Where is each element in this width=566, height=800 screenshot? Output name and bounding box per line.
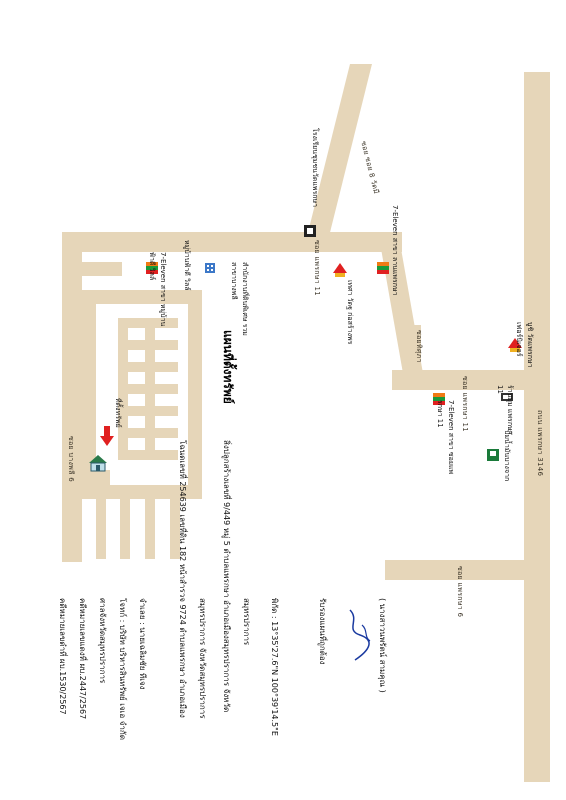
case-number-2: คดีหมายเลขแดงที่ ผบ.2447/2567: [78, 598, 87, 720]
village-road-20: [82, 262, 122, 276]
office-icon: [205, 263, 215, 273]
road-label-tidsupa: ซอยทิศุภา: [415, 330, 423, 363]
road-label-village: ซอย บางพลี 6: [67, 436, 75, 482]
plaintiff: โจทก์ : บริษัท บริหารสินทรัพย์ เจเอ จำกั…: [118, 598, 127, 740]
furniture-label: บูชิ วัดแพรกษา เฟอร์นิเจอร์: [515, 322, 534, 368]
seven-eleven-icon-left: [146, 262, 158, 274]
seven-eleven-icon-mid: [433, 393, 445, 405]
property-house-icon: [89, 455, 107, 472]
temple-label: เทศา วัดฐ ก่อสร้างพร: [346, 280, 354, 345]
case-number-1: คดีหมายเลขดำที่ ผบ.1530/2567: [58, 598, 67, 715]
village-road-15: [96, 499, 106, 559]
property-label: ที่ตั้งทรัพย์: [114, 398, 122, 428]
office-label: สำนักงานที่ดินพิเศษ รวมสาขาบางพลี: [230, 262, 249, 336]
deed-line-4: สมุทรปราการ: [242, 598, 251, 646]
deed-line-3: สิ่งปลูกสร้างเลขที่ 9/449 หมู่ 5 ตำบลแพร…: [222, 440, 231, 713]
village-road-1: [82, 290, 202, 304]
road-label-soi8: ซอย ซอย 8 วัดมี: [359, 140, 381, 195]
main-road: [524, 72, 550, 782]
road-label-main: ถนน แพรกษา 3146: [536, 410, 544, 477]
road-soi6: [385, 560, 530, 580]
seven-eleven-mid-label: 7-Eleven สาขา ซอยแพรกษา 11: [436, 400, 455, 475]
school-icon: [304, 225, 316, 237]
gas-station-icon: [487, 449, 499, 461]
temple-icon: [333, 263, 347, 277]
village-road-19: [405, 325, 421, 370]
road-label-soi11-mid: ซอย แพรกษา 11: [461, 376, 469, 432]
certify-text: รับรองแผนที่ถูกต้อง: [318, 598, 327, 665]
village-road-3: [82, 485, 202, 499]
road-soi11-mid: [392, 370, 530, 390]
village-road-18: [170, 499, 180, 559]
signature-image: [349, 609, 371, 661]
furniture-icon: [508, 338, 522, 352]
deed-line-2: สมุทรปราการ จังหวัดสมุทรปราการ: [198, 598, 207, 719]
deed-line-1: โฉนดเลขที่ 254639 เลขที่ดิน 182 หน้าสำรว…: [178, 440, 187, 718]
village-road-12: [118, 318, 128, 460]
certify-name: ( นางสาวนพรัตน์ สามคุณ ): [378, 598, 387, 693]
village-label: หมู่บ้านฟ้าดี วิลล์: [183, 240, 191, 291]
village-road-14: [96, 470, 110, 485]
road-label-soi11-top: ซอย แพรกษา 11: [313, 240, 321, 296]
village-road-13: [145, 318, 155, 460]
gas-station-label: ปั๊มน้ำมันบางจาก: [503, 430, 511, 482]
village-road-left: [62, 232, 82, 562]
defendant: จำเลย : นายเฉลิมชัย ทีเจง: [138, 598, 147, 690]
coordinates: พิกัด : 13°35'27.6"N 100°39'14.5"E: [270, 598, 279, 736]
village-road-17: [145, 499, 155, 559]
village-road-16: [120, 499, 130, 559]
road-label-soi6: ซอย แพรกษา 6: [456, 566, 464, 618]
seven-eleven-top-label: 7-Eleven สาขา ลานแพรกษา: [391, 205, 399, 296]
court-name: ศาลจังหวัดสมุทรปราการ: [98, 598, 107, 684]
seven-eleven-left-label: 7-Eleven สาขา หมู่บ้านฟ้าดี วิลล์: [148, 252, 167, 327]
village-road-2: [82, 304, 96, 499]
road-soi11-top: [62, 232, 402, 252]
seven-eleven-icon-top: [377, 262, 389, 274]
school-label: โรงเรียนชุมชนวัดแพรกษา: [311, 128, 319, 208]
shop-icon: [501, 393, 513, 401]
property-pin-icon: [100, 426, 114, 446]
village-road-4: [188, 290, 202, 499]
